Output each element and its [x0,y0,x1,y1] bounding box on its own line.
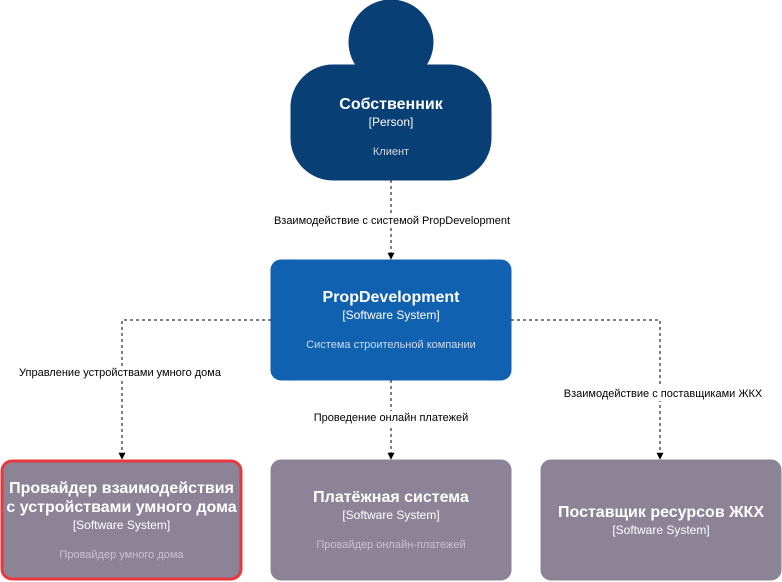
system-box[interactable] [270,259,512,381]
edge-label-person-to-system: Взаимодействие с системой PropDevelopmen… [272,214,512,228]
edge-system-to-utilities [511,319,664,460]
external-system-utilities-box[interactable] [540,459,782,581]
edge-system-to-smart-home [118,319,271,460]
person-body-shape[interactable] [290,64,492,181]
edge-label-system-to-utilities: Взаимодействие с поставщиками ЖКХ [562,387,764,401]
edge-label-system-to-payment: Проведение онлайн платежей [312,411,470,425]
external-system-smart-home-box[interactable] [0,459,243,581]
edge-label-system-to-smart-home: Управление устройствами умного дома [18,366,222,380]
external-system-payment-box[interactable] [270,459,512,581]
